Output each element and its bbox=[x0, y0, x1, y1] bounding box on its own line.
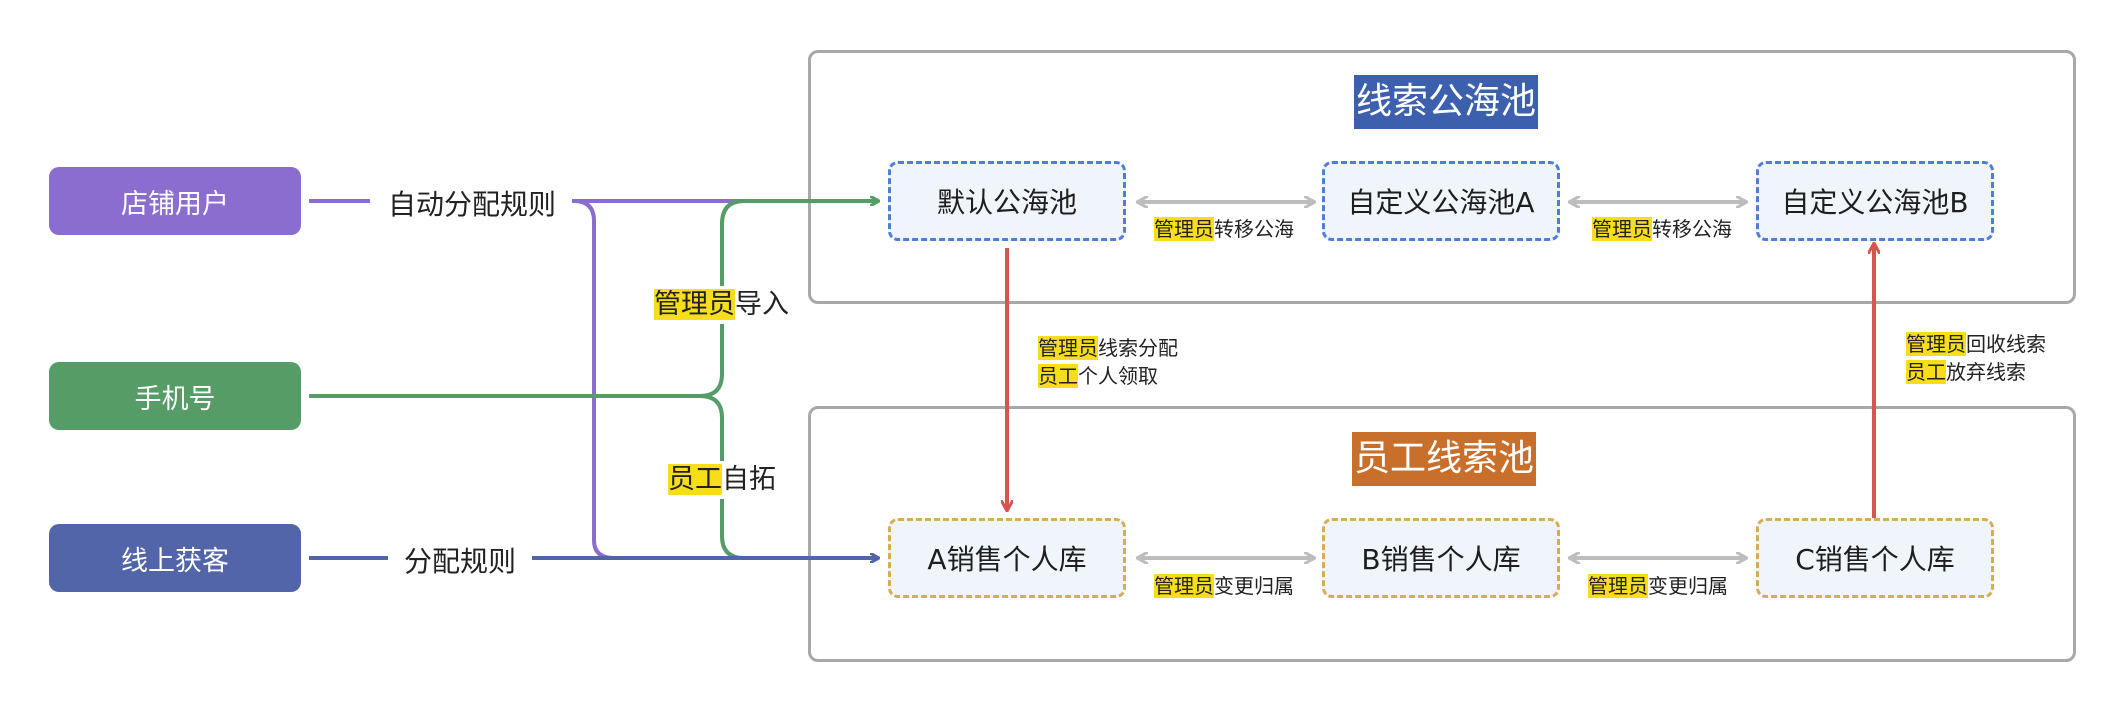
action-text: 放弃线索 bbox=[1946, 360, 2026, 384]
public-pool-title: 线索公海池 bbox=[1354, 75, 1539, 129]
source-label: 线上获客 bbox=[121, 545, 229, 577]
up-flow-labels: 管理员回收线索 员工放弃线索 bbox=[1906, 330, 2046, 386]
role-highlight: 员工 bbox=[1038, 364, 1078, 388]
role-highlight: 员工 bbox=[1906, 360, 1946, 384]
role-highlight: 管理员 bbox=[1906, 332, 1966, 356]
node-label: C销售个人库 bbox=[1795, 543, 1955, 576]
action-text: 转移公海 bbox=[1214, 217, 1294, 241]
source-label: 手机号 bbox=[134, 383, 216, 415]
node-label: A销售个人库 bbox=[927, 543, 1087, 576]
action-text: 导入 bbox=[735, 289, 789, 320]
action-text: 个人领取 bbox=[1078, 364, 1158, 388]
role-highlight: 管理员 bbox=[1588, 574, 1648, 598]
edge-label-staff-2: 管理员变更归属 bbox=[1588, 572, 1728, 600]
action-text: 自拓 bbox=[722, 464, 776, 495]
down-flow-labels: 管理员线索分配 员工个人领取 bbox=[1038, 334, 1178, 390]
role-highlight: 管理员 bbox=[1592, 217, 1652, 241]
staff-expand-label: 员工自拓 bbox=[666, 461, 778, 499]
action-text: 回收线索 bbox=[1966, 332, 2046, 356]
action-text: 变更归属 bbox=[1648, 574, 1728, 598]
staff-pool-title: 员工线索池 bbox=[1352, 432, 1537, 486]
auto-assign-rule-label: 自动分配规则 bbox=[388, 188, 557, 221]
up-flow-line-1: 管理员回收线索 bbox=[1906, 330, 2046, 358]
edge-label-public-1: 管理员转移公海 bbox=[1154, 215, 1294, 243]
node-label: B销售个人库 bbox=[1361, 543, 1521, 576]
node-custom-public-pool-a[interactable]: 自定义公海池A bbox=[1322, 161, 1560, 241]
up-flow-line-2: 员工放弃线索 bbox=[1906, 358, 2046, 386]
action-text: 转移公海 bbox=[1652, 217, 1732, 241]
admin-import-label: 管理员导入 bbox=[652, 286, 791, 324]
node-custom-public-pool-b[interactable]: 自定义公海池B bbox=[1756, 161, 1994, 241]
edge-label-public-2: 管理员转移公海 bbox=[1592, 215, 1732, 243]
node-default-public-pool[interactable]: 默认公海池 bbox=[888, 161, 1126, 241]
action-text: 变更归属 bbox=[1214, 574, 1294, 598]
source-online-acquisition[interactable]: 线上获客 bbox=[49, 524, 301, 592]
source-store-users[interactable]: 店铺用户 bbox=[49, 167, 301, 235]
node-sales-a-personal[interactable]: A销售个人库 bbox=[888, 518, 1126, 598]
source-phone-number[interactable]: 手机号 bbox=[49, 362, 301, 430]
role-highlight: 员工 bbox=[668, 464, 722, 495]
edge-label-staff-1: 管理员变更归属 bbox=[1154, 572, 1294, 600]
purple-line-rule bbox=[572, 199, 790, 560]
down-flow-line-1: 管理员线索分配 bbox=[1038, 334, 1178, 362]
assign-rule-label: 分配规则 bbox=[404, 545, 517, 578]
role-highlight: 管理员 bbox=[654, 289, 735, 320]
down-flow-line-2: 员工个人领取 bbox=[1038, 362, 1178, 390]
role-highlight: 管理员 bbox=[1154, 217, 1214, 241]
role-highlight: 管理员 bbox=[1038, 336, 1098, 360]
node-sales-b-personal[interactable]: B销售个人库 bbox=[1322, 518, 1560, 598]
node-label: 自定义公海池A bbox=[1347, 186, 1535, 219]
role-highlight: 管理员 bbox=[1154, 574, 1214, 598]
node-label: 默认公海池 bbox=[936, 186, 1077, 219]
node-label: 自定义公海池B bbox=[1781, 186, 1969, 219]
node-sales-c-personal[interactable]: C销售个人库 bbox=[1756, 518, 1994, 598]
action-text: 线索分配 bbox=[1098, 336, 1178, 360]
source-label: 店铺用户 bbox=[121, 188, 229, 220]
